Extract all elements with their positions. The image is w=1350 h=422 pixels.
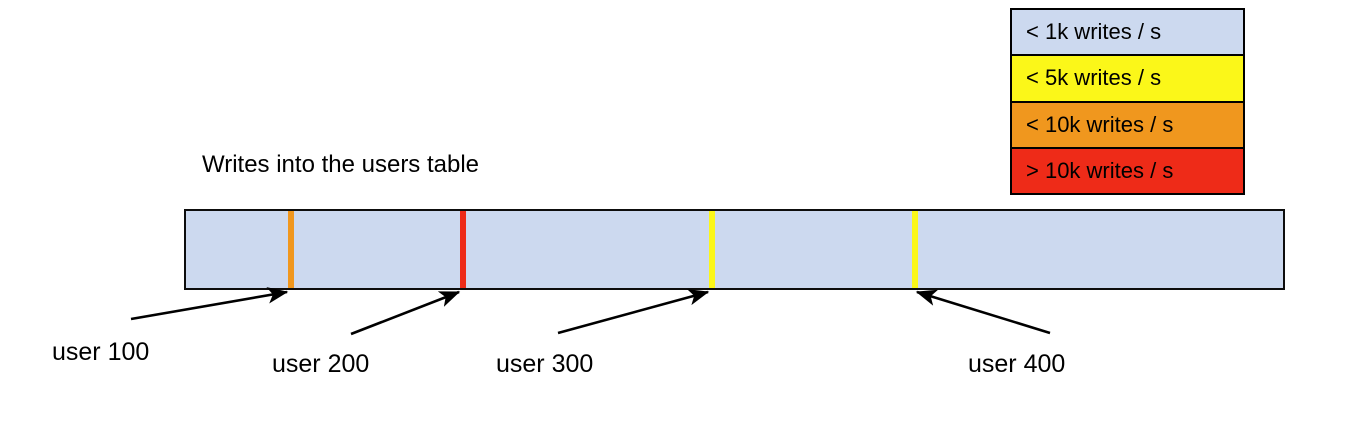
legend-label-under-1k: < 1k writes / s [1026,19,1162,45]
user-300-arrow [557,289,710,335]
user-100-arrow [130,287,289,321]
user-200-stripe [460,211,466,288]
user-300-stripe [709,211,715,288]
legend-label-under-10k: < 10k writes / s [1026,111,1174,137]
user-400-arrow [915,289,1051,335]
legend-row-under-1k: < 1k writes / s [1012,10,1243,57]
legend: < 1k writes / s < 5k writes / s < 10k wr… [1010,8,1245,195]
label-user-400: user 400 [968,350,1066,378]
legend-row-under-5k: < 5k writes / s [1012,56,1243,103]
legend-row-over-10k: > 10k writes / s [1012,148,1243,193]
legend-label-over-10k: > 10k writes / s [1026,157,1174,183]
label-user-300: user 300 [496,350,594,378]
legend-row-under-10k: < 10k writes / s [1012,102,1243,149]
user-200-arrow [350,290,461,336]
chart-title: Writes into the users table [202,151,480,178]
users-table-band [184,209,1285,290]
legend-label-under-5k: < 5k writes / s [1026,65,1162,91]
label-user-100: user 100 [52,338,150,366]
user-100-stripe [288,211,294,288]
user-400-stripe [912,211,918,288]
label-user-200: user 200 [272,350,370,378]
